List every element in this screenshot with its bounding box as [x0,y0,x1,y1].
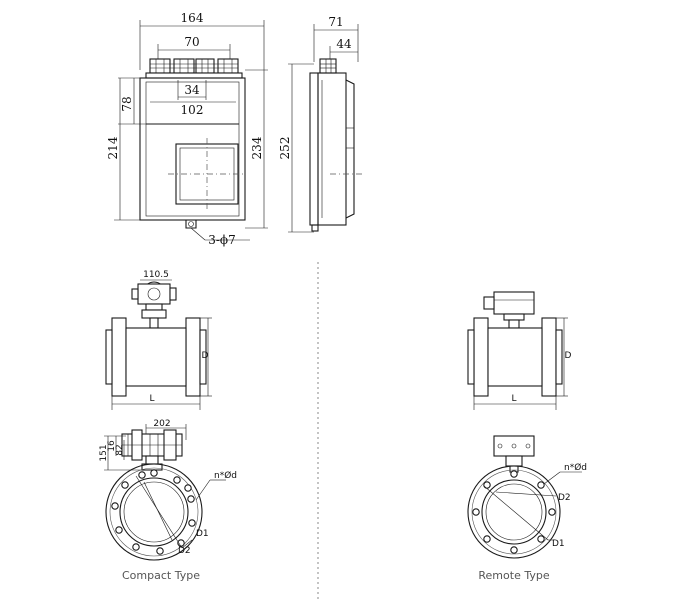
housing-side-view: 252 71 44 [278,15,364,233]
mounting-holes-label: 3-ϕ7 [208,233,236,247]
compact-front-view: 202 151 16 82 [99,419,237,561]
dim-inner-width: 102 [181,103,204,117]
remote-bolt-holes [472,470,556,554]
dim-window-width: 34 [184,83,200,97]
label-d: D [202,351,209,361]
label-d2: D2 [178,546,191,556]
dim-width-202: 202 [153,419,170,429]
cable-glands [145,58,243,79]
label-d1: D1 [196,529,209,539]
label-holes-remote: n*Ød [564,462,587,473]
dim-side-depth: 71 [328,15,343,29]
dim-overall-width: 164 [181,11,204,25]
label-holes: n*Ød [214,470,237,481]
dim-height-151: 151 [99,444,109,461]
label-d1-remote: D1 [552,539,565,549]
label-d-remote: D [565,351,572,361]
compact-bolt-holes [111,469,196,555]
dim-b: 82 [115,444,125,455]
compact-side-view: 110.5 D L [105,270,212,410]
housing-outline [139,77,246,221]
dim-head: 110.5 [143,270,169,280]
dim-side-height: 252 [278,137,292,160]
label-l-remote: L [511,394,516,404]
remote-front-view: n*Ød D2 D1 [467,435,587,559]
housing-front-view: 164 70 3 [106,11,268,247]
dim-a: 16 [107,440,117,452]
dim-side-inner: 44 [336,37,352,51]
dim-gland-spacing: 70 [184,35,199,49]
label-l: L [149,394,154,404]
dim-total-height: 234 [250,136,264,159]
caption-compact: Compact Type [122,569,200,582]
label-d2-remote: D2 [558,493,571,503]
remote-side-view: D L [467,291,572,410]
dim-body-height: 214 [106,136,120,159]
dim-upper-height: 78 [120,96,134,111]
caption-remote: Remote Type [478,569,549,582]
